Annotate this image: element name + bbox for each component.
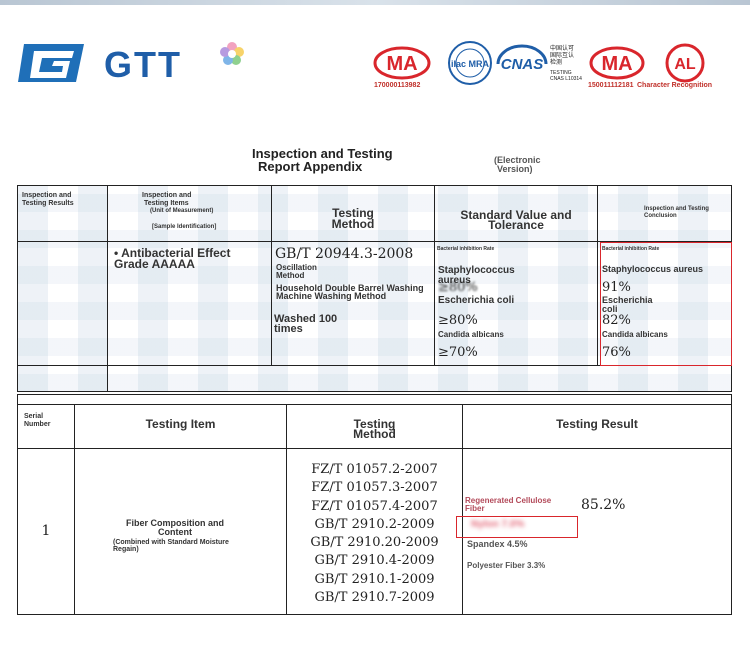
report-title-line2: Report Appendix (258, 159, 363, 174)
t1-method-cell: GB/T 20944.3-2008 Oscillation Method Hou… (271, 241, 435, 366)
t1-conclusion-cell: Bacterial inhibition Rate Staphylococcus… (597, 241, 732, 366)
ilac-mra-icon: ilac MRA (448, 41, 492, 85)
top-decorative-bar (0, 0, 750, 5)
cnas-label: CNAS (501, 56, 544, 73)
t1-header-items: Inspection and Testing Items (Unit of Me… (107, 185, 272, 242)
t2-method-item: GB/T 2910.20-2009 (310, 535, 439, 551)
t2-header-serial: Serial Number (17, 404, 75, 449)
t2-top-strip (17, 394, 732, 405)
t2-method-item: GB/T 2910.7-2009 (314, 590, 435, 606)
cma1-number: 170000113982 (374, 82, 421, 89)
cnas-mark-icon: CNAS (496, 44, 548, 73)
conclusion-highlight-box (600, 242, 732, 366)
t2-method-item: FZ/T 01057.4-2007 (311, 498, 438, 514)
cma-mark-icon: MA (373, 46, 431, 80)
cma2-number: 150011112181 (588, 82, 634, 89)
result-highlight-box (456, 516, 578, 538)
report-title-line1: Inspection and Testing (252, 146, 393, 161)
brand-name: GTT (104, 44, 182, 85)
t2-method-item: FZ/T 01057.2-2007 (311, 462, 438, 477)
t1-header-results: Inspection and Testing Results (17, 185, 108, 242)
t1-standard-cell: Bacterial inhibition Rate Staphylococcus… (434, 241, 598, 366)
t2-method-item: FZ/T 01057.3-2007 (311, 480, 438, 496)
t2-result-obscured: Nylon 7.0% (471, 519, 525, 530)
antibacterial-results-table: Inspection and Testing Results Inspectio… (17, 185, 732, 392)
t2-header-result: Testing Result (462, 404, 732, 449)
cnas-number: CNAS L10314 (550, 76, 582, 82)
cma2-label: MA (601, 53, 632, 75)
t1-footer-span (107, 365, 732, 392)
ilac-label: ilac MRA (451, 59, 490, 69)
t1-item: • Antibacterial Effect Grade AAAAA (114, 246, 231, 271)
t1-header-standard: Standard Value and Tolerance (434, 185, 598, 242)
t2-serial-cell: 1 (17, 448, 75, 615)
t2-result-cell: Regenerated Cellulose Fiber 85.2% Nylon … (462, 448, 732, 615)
t2-method-item: GB/T 2910.4-2009 (314, 553, 435, 569)
cma1-label: MA (386, 53, 417, 75)
t1-footer-cell (17, 365, 108, 392)
fiber-composition-table: Serial Number Testing Item Testing Metho… (17, 394, 732, 615)
brand-flower-icon (220, 42, 244, 65)
t2-serial: 1 (41, 523, 51, 539)
t1-header-conclusion: Inspection and Testing Conclusion (597, 185, 732, 242)
cma-mark-2-icon: MA (589, 46, 645, 80)
t1-empty-cell (17, 241, 108, 366)
t1-header-method: Testing Method (271, 185, 435, 242)
t2-method-item: GB/T 2910.2-2009 (314, 516, 435, 532)
cal-mark-icon: AL (665, 43, 705, 83)
t1-method-std: GB/T 20944.3-2008 (275, 246, 414, 262)
t2-method-item: GB/T 2910.1-2009 (314, 571, 435, 587)
cnas-testing: TESTING (550, 70, 572, 76)
t2-header-method: Testing Method (286, 404, 463, 449)
t2-header-item: Testing Item (74, 404, 287, 449)
cal-caption: Character Recognition (637, 82, 713, 89)
electronic-line1: (Electronic (494, 155, 541, 165)
t1-item-cell: • Antibacterial Effect Grade AAAAA (107, 241, 272, 366)
t2-item-cell: Fiber Composition and Content (Combined … (74, 448, 287, 615)
electronic-line2: Version) (497, 164, 533, 174)
cnas-cn-text: 中国认可 国际互认 检测 (550, 46, 575, 66)
cal-label: AL (674, 56, 696, 73)
gtt-logo-mark-icon (18, 44, 84, 82)
